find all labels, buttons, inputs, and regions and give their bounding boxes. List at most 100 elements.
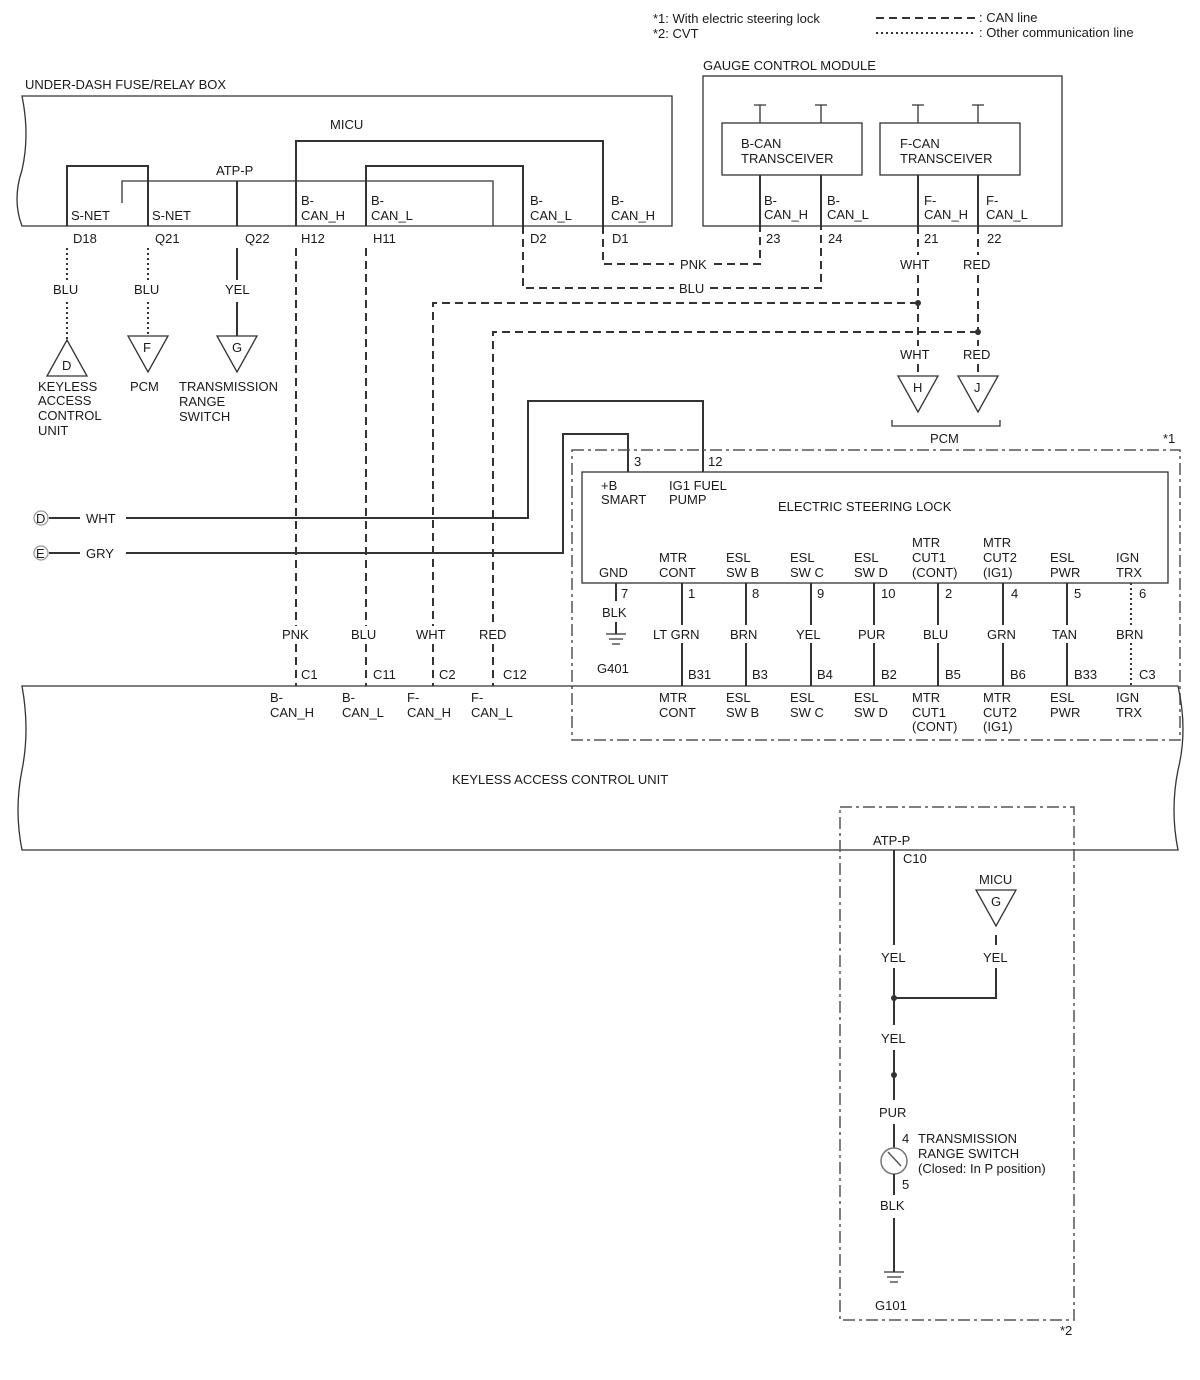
kacu-pin-b6: B6 [1010,667,1026,682]
cvt-connector-g: G [991,894,1001,909]
esl-swb-b: SW B [726,565,759,580]
gry-input-b [126,433,629,554]
kacu-cut2-b: CUT2 [983,705,1017,720]
cvt-option-boundary [839,806,1075,1321]
pin-h12: H12 [301,231,325,246]
cvt-connector-g-triangle [974,889,1018,928]
esl-swc-b: SW C [790,565,824,580]
esl-cut1-a: MTR [912,535,940,550]
pin-h11: H11 [373,231,396,246]
left-inputs: D WHT E GRY [33,400,704,561]
esl-smart-b: SMART [601,492,646,507]
bcanh2-label-b: CAN_H [611,208,655,223]
kacu-mtr-cont-b: CONT [659,705,696,720]
kacu-cut1-b: CUT1 [912,705,946,720]
kacu-mtr-cont-a: MTR [659,690,687,705]
connector-g-label-1: TRANSMISSION [179,379,278,394]
pnk-wire-a [602,226,674,265]
wire-c1-pnk: PNK [282,627,309,642]
bcanl-label-b: CAN_L [371,208,413,223]
kacu-fcanh-b: CAN_H [407,705,451,720]
snet-link [66,165,149,226]
esl-mtr-cont-b: CONT [659,565,696,580]
cvt-note: *2 [1060,1323,1072,1338]
kacu-pin-b31: B31 [688,667,711,682]
esl-pin-2: 2 [945,586,952,601]
left-connector-d-circle [33,510,49,526]
bcan-transceiver-label-a: B-CAN [741,136,781,151]
wire-brn-c3: BRN [1116,627,1143,642]
trs-pin-5: 5 [902,1177,909,1192]
wire-tan: TAN [1052,627,1077,642]
connector-d-label-2: ACCESS [38,393,92,408]
g101-ground-icon [884,1271,904,1283]
g401-ground-icon [606,633,626,645]
esl-cut2-c: (IG1) [983,565,1013,580]
kacu-pin-c1: C1 [301,667,318,682]
kacu-fcanl-b: CAN_L [471,705,513,720]
cvt-micu-label: MICU [979,872,1012,887]
kacu-ign-b: TRX [1116,705,1142,720]
wire-c2-wht: WHT [416,627,446,642]
kacu-title: KEYLESS ACCESS CONTROL UNIT [452,772,668,787]
connector-g-label-3: SWITCH [179,409,230,424]
keyless-access-control-unit: KEYLESS ACCESS CONTROL UNIT C1 C11 C2 C1… [17,667,1184,851]
connector-f: F [143,340,151,355]
fcan-transceiver-label-a: F-CAN [900,136,940,151]
kacu-pwr-b: PWR [1050,705,1080,720]
kacu-pin-b33: B33 [1074,667,1097,682]
blu-wire-a [522,226,674,289]
wire-left-gry: GRY [86,546,114,561]
snet-2: S-NET [152,208,191,223]
wire-ltgrn: LT GRN [653,627,699,642]
kacu-pin-c12: C12 [503,667,527,682]
wire-blu: BLU [679,281,704,296]
wire-red: RED [963,257,990,272]
kacu-fcanh-a: F- [407,690,419,705]
blu-wire-b [710,226,822,289]
kacu-cut1-a: MTR [912,690,940,705]
wire-f-blu: BLU [134,282,159,297]
esl-pin-6: 6 [1139,586,1146,601]
fuse-relay-box: UNDER-DASH FUSE/RELAY BOX MICU ATP-P S-N… [16,77,673,246]
gauge-pin-23: 23 [766,231,780,246]
kacu-swc-b: SW C [790,705,824,720]
esl-pin-9: 9 [817,586,824,601]
wire-grn: GRN [987,627,1016,642]
fcan-transceiver-box [879,122,1021,176]
legend-can-line: : CAN line [979,10,1038,25]
pin-d2: D2 [530,231,547,246]
esl-swd-a: ESL [854,550,879,565]
connector-d-label-1: KEYLESS [38,379,98,394]
esl-smart-a: +B [601,478,617,493]
connector-pcm-label: PCM [930,431,959,446]
kacu-fcanl-a: F- [471,690,483,705]
gauge-p22-label-a: F- [986,193,998,208]
kacu-pin-c3: C3 [1139,667,1156,682]
esl-swb-a: ESL [726,550,751,565]
wire-pur: PUR [858,627,885,642]
gauge-p24-label-b: CAN_L [827,207,869,222]
cvt-splice-2 [891,1072,897,1078]
kacu-pin-b3: B3 [752,667,768,682]
kacu-bcanh-a: B- [270,690,283,705]
wire-left-wht: WHT [86,511,116,526]
fcan-l-to-kacu [492,331,978,626]
kacu-pin-c2: C2 [439,667,456,682]
wire-d-blu: BLU [53,282,78,297]
gauge-pin-21: 21 [924,231,938,246]
kacu-pin-c10: C10 [903,851,927,866]
legend-note-1: *1: With electric steering lock [653,11,820,26]
esl-cut2-b: CUT2 [983,550,1017,565]
cvt-wire-blk: BLK [880,1198,905,1213]
gauge-p23-label-a: B- [764,193,777,208]
esl-pin-8: 8 [752,586,759,601]
connector-g: G [232,340,242,355]
kacu-pin-b4: B4 [817,667,833,682]
esl-cut1-c: (CONT) [912,565,958,580]
cvt-wire-yel-3: YEL [881,1031,906,1046]
connector-g-label-2: RANGE [179,394,226,409]
internal-bus-outline [121,180,494,226]
gauge-outline [702,75,1063,227]
